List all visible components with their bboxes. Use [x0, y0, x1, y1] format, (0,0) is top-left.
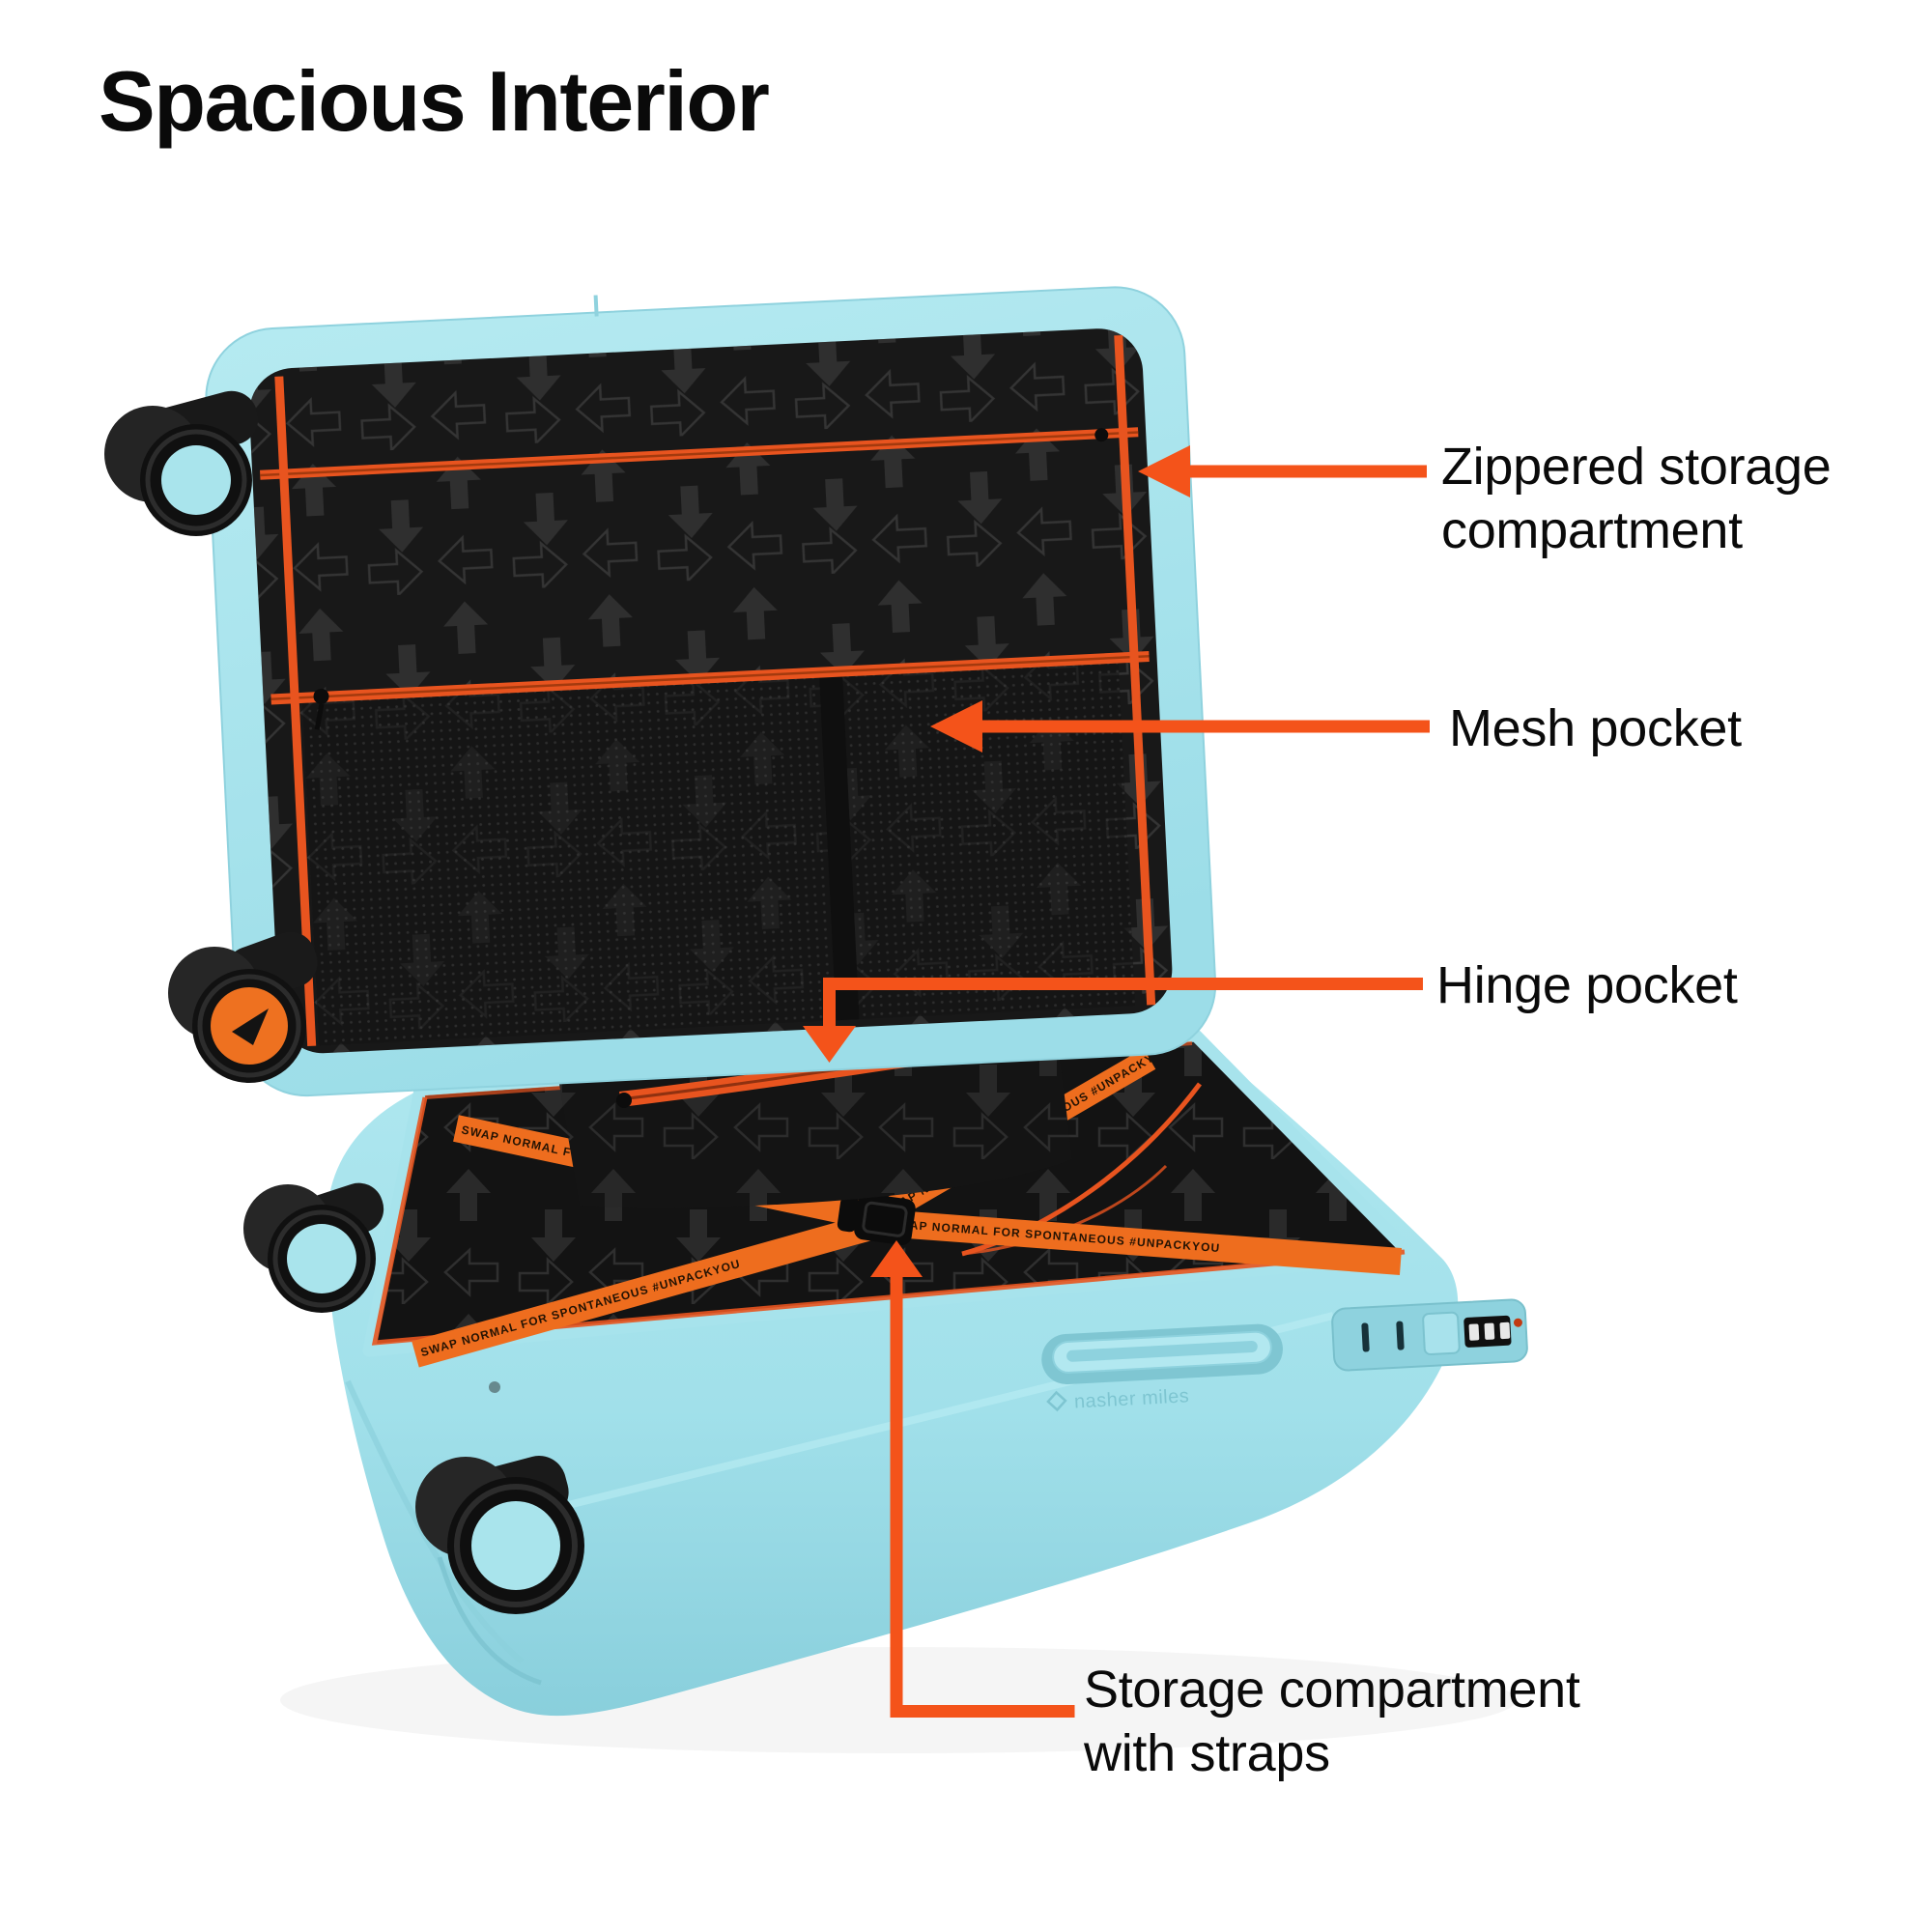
zippered-compartment-trim: [260, 334, 1156, 1047]
callout-storage-compartment-with-straps: Storage compartment with straps: [1084, 1661, 1580, 1782]
strap-buckle: [837, 1193, 916, 1245]
wheel-left-orange: [168, 931, 318, 1083]
zipper-pull: [313, 688, 329, 704]
callout-zippered-storage-compartment: Zippered storage compartment: [1441, 438, 1832, 559]
tsa-lock: [1331, 1298, 1528, 1372]
arrowhead-left-icon: [930, 700, 982, 753]
callout-hinge-pocket: Hinge pocket: [1436, 956, 1738, 1014]
wheel-cap: [161, 445, 231, 515]
brand-arrow-icon: [232, 1009, 269, 1045]
page-title: Spacious Interior: [99, 53, 770, 149]
zipper-pull: [616, 1093, 632, 1108]
hinge-pocket-connector: [803, 978, 1423, 1063]
callout-mesh-pocket: Mesh pocket: [1449, 699, 1742, 757]
wheel-cap: [287, 1224, 356, 1293]
zipper-pull: [1094, 428, 1109, 442]
lid: [205, 286, 1217, 1097]
mesh-divider: [819, 675, 860, 1021]
callout-connectors: [803, 445, 1430, 1718]
arrowhead-up-icon: [870, 1240, 923, 1277]
arrowhead-left-icon: [1138, 445, 1190, 497]
wheel-bottom-left: [243, 1182, 384, 1313]
side-handle: [1041, 1323, 1283, 1385]
brand-logo-icon: [1046, 1390, 1067, 1412]
zippered-storage-connector: [1138, 445, 1427, 497]
storage-straps-connector: [870, 1240, 1075, 1718]
wheel-front: [415, 1455, 584, 1614]
tub-rim-zipper: [371, 1096, 1406, 1346]
wheel-top-left: [104, 390, 259, 536]
mesh-pocket-connector: [930, 700, 1430, 753]
wheel-cap: [471, 1501, 560, 1590]
arrowhead-down-icon: [803, 1026, 856, 1063]
lock-indicator-dot: [1513, 1318, 1522, 1327]
